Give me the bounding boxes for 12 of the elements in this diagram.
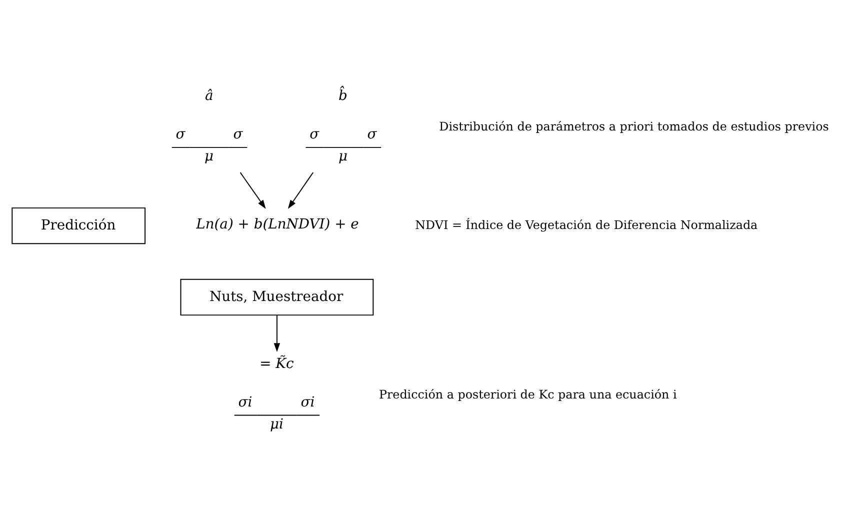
label: Predicción a posteriori de Kc para una ecuación i [378,386,677,401]
node-text: â σ σ μ [176,88,243,164]
node-text: Ln(a) + b(LnNDVI) + e [196,216,359,232]
label: Distribución de parámetros a priori tomados de estudios previos [439,119,829,134]
node-text: b̂ σ σ μ [310,88,377,164]
arrow [240,171,266,208]
arrow [274,314,280,352]
node-box: Predicción [12,206,146,244]
node-box: Nuts, Muestreador [180,278,374,316]
label: NDVI = Índice de Vegetación de Diferencia Normalizada [415,217,758,232]
arrow [288,171,314,208]
node-text: = K̃c σi σi μi [238,355,315,432]
